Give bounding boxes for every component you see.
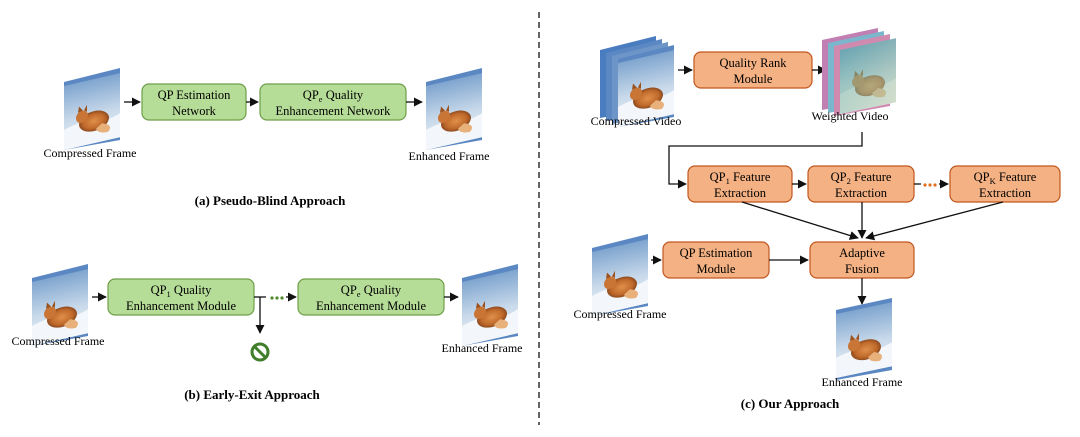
panel-c-output-frame: [836, 298, 892, 380]
panel-c: Compressed Video Quality Rank Module Wei…: [574, 28, 1061, 411]
panel-a-output-label: Enhanced Frame: [409, 149, 490, 163]
panel-a-caption: (a) Pseudo-Blind Approach: [195, 193, 347, 208]
panel-c-weighted-label: Weighted Video: [811, 109, 888, 123]
svg-text:QP Estimation: QP Estimation: [680, 246, 754, 260]
panel-a: Compressed Frame QP Estimation Network Q…: [44, 68, 490, 208]
svg-text:Module: Module: [734, 72, 773, 86]
panel-a-input-label: Compressed Frame: [44, 146, 137, 160]
svg-text:Extraction: Extraction: [835, 186, 888, 200]
panel-b-qpe-enhancement-module: QPe Quality Enhancement Module: [297, 278, 445, 316]
panel-b-qp1-enhancement-module: QP1 Quality Enhancement Module: [107, 278, 255, 316]
svg-text:Enhancement Module: Enhancement Module: [126, 299, 236, 313]
svg-text:Extraction: Extraction: [979, 186, 1032, 200]
panel-b-output-label: Enhanced Frame: [442, 341, 523, 355]
panel-b-input-frame: [32, 264, 88, 346]
qp2-feature-extraction: QP2 Feature Extraction: [807, 165, 915, 203]
panel-b-ellipsis: [270, 296, 284, 300]
svg-text:Enhancement Network: Enhancement Network: [276, 104, 392, 118]
panel-b-input-label: Compressed Frame: [12, 334, 105, 348]
qp-estimation-module: QP Estimation Module: [662, 241, 770, 279]
panel-b-caption: (b) Early-Exit Approach: [184, 387, 320, 402]
svg-text:Fusion: Fusion: [845, 262, 880, 276]
panel-c-weighted-video: [822, 28, 896, 116]
quality-rank-module: Quality Rank Module: [693, 51, 813, 89]
svg-text:QP Estimation: QP Estimation: [158, 88, 232, 102]
svg-text:QPe Quality: QPe Quality: [303, 88, 364, 104]
svg-text:QP2 Feature: QP2 Feature: [831, 170, 892, 186]
panel-a-qp-estimation-network: QP Estimation Network: [141, 83, 247, 121]
svg-text:Adaptive: Adaptive: [839, 246, 885, 260]
panel-c-video-label: Compressed Video: [591, 114, 682, 128]
panel-b: Compressed Frame QP1 Quality Enhancement…: [12, 264, 523, 402]
panel-a-output-frame: [426, 68, 482, 150]
qp1-feature-extraction: QP1 Feature Extraction: [687, 165, 793, 203]
svg-text:Network: Network: [172, 104, 216, 118]
svg-text:QP1 Feature: QP1 Feature: [710, 170, 771, 186]
panel-c-input-frame: [592, 234, 648, 316]
panel-c-ellipsis: [923, 183, 937, 187]
panel-a-quality-enhancement-network: QPe Quality Enhancement Network: [259, 83, 407, 121]
panel-c-frame-label: Compressed Frame: [574, 307, 667, 321]
svg-text:QPe Quality: QPe Quality: [341, 283, 402, 299]
early-exit-stop-icon: [250, 342, 270, 362]
svg-text:QP1 Quality: QP1 Quality: [151, 283, 213, 299]
svg-text:QPK Feature: QPK Feature: [974, 170, 1037, 186]
panel-a-input-frame: [64, 68, 120, 150]
svg-text:Quality Rank: Quality Rank: [719, 56, 787, 70]
panel-c-arrow-f1-fusion: [741, 201, 859, 240]
panel-c-arrow-fk-fusion: [865, 201, 1004, 241]
qpk-feature-extraction: QPK Feature Extraction: [949, 165, 1061, 203]
panel-c-output-label: Enhanced Frame: [822, 375, 903, 389]
panel-b-output-frame: [462, 264, 518, 346]
svg-text:Module: Module: [697, 262, 736, 276]
svg-text:Enhancement Module: Enhancement Module: [316, 299, 426, 313]
panel-c-caption: (c) Our Approach: [741, 396, 840, 411]
svg-text:Extraction: Extraction: [714, 186, 767, 200]
adaptive-fusion: Adaptive Fusion: [809, 241, 915, 279]
panel-c-arrow-weighted-features: [668, 132, 863, 189]
panel-c-compressed-video: [600, 36, 674, 128]
